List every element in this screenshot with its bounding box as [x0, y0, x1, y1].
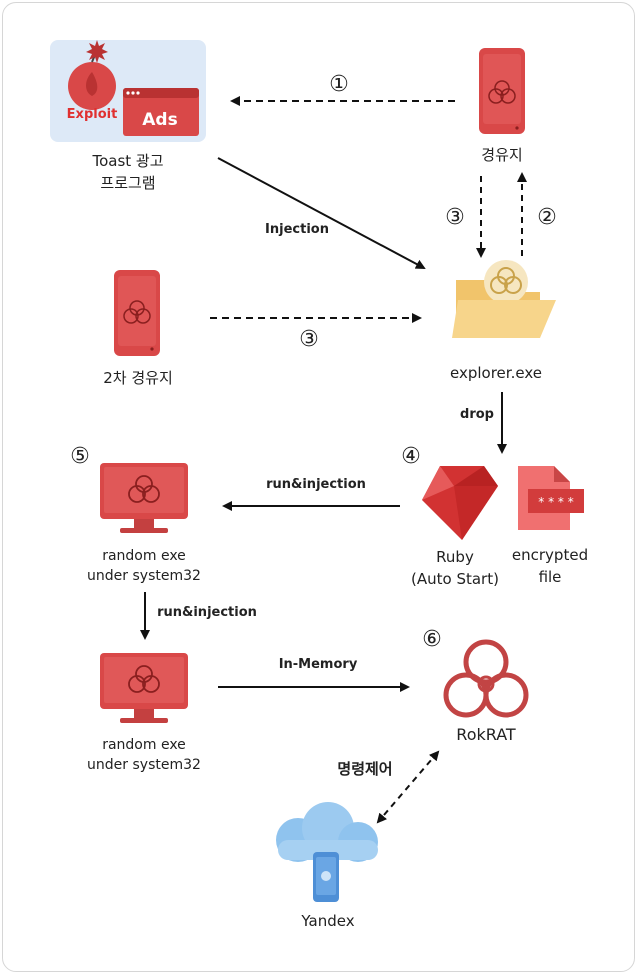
step-5-label: ⑤	[70, 444, 90, 469]
phone-biohazard-icon	[479, 48, 525, 134]
rokrat-label: RokRAT	[456, 725, 516, 744]
encrypted-file-node: * * * * encrypted file	[512, 466, 588, 586]
encrypted-label-1: encrypted	[512, 546, 588, 564]
encrypted-label-2: file	[539, 568, 562, 586]
toast-ad-node: Exploit Ads Toast 광고 프로그램	[50, 40, 206, 192]
relay1-node: 경유지	[479, 48, 525, 164]
relay1-label: 경유지	[481, 146, 522, 164]
step-1-label: ①	[329, 72, 349, 97]
random-exe-2-node: random exe under system32	[87, 653, 201, 773]
random2-label-1: random exe	[102, 737, 186, 753]
encrypted-mask: * * * *	[538, 495, 573, 509]
random1-label-2: under system32	[87, 568, 201, 584]
injection-label: Injection	[265, 222, 329, 237]
encrypted-file-icon	[518, 466, 584, 530]
exploit-text: Exploit	[67, 107, 118, 122]
toast-ad-label-2: 프로그램	[100, 174, 155, 192]
relay2-node: 2차 경유지	[103, 270, 173, 387]
step-2-label: ②	[537, 205, 557, 230]
random-exe-1-node: random exe under system32	[87, 463, 201, 584]
folder-biohazard-icon	[452, 260, 556, 338]
bomb-icon	[68, 40, 116, 110]
step-6-label: ⑥	[422, 627, 442, 652]
ruby-label-1: Ruby	[436, 548, 474, 566]
step-3-label-a: ③	[445, 205, 465, 230]
in-memory-label: In-Memory	[279, 657, 358, 672]
step-3-label-b: ③	[299, 327, 319, 352]
ads-text: Ads	[142, 110, 177, 130]
rokrat-node: RokRAT	[443, 639, 529, 744]
edge-rokrat-yandex-c2	[376, 750, 440, 824]
command-control-label: 명령제어	[337, 760, 392, 778]
toast-ad-label-1: Toast 광고	[91, 152, 163, 170]
biohazard-icon	[443, 639, 529, 718]
random1-label-1: random exe	[102, 548, 186, 564]
relay2-label: 2차 경유지	[103, 369, 173, 387]
cloud-phone-icon	[276, 802, 378, 902]
drop-label: drop	[460, 407, 494, 422]
ruby-node: Ruby (Auto Start)	[411, 466, 499, 588]
yandex-label: Yandex	[300, 912, 354, 930]
ruby-label-2: (Auto Start)	[411, 570, 499, 588]
explorer-label: explorer.exe	[450, 364, 542, 382]
monitor-biohazard-icon	[100, 653, 188, 723]
explorer-node: explorer.exe	[450, 260, 556, 382]
monitor-biohazard-icon	[100, 463, 188, 533]
step-4-label: ④	[401, 444, 421, 469]
yandex-node: Yandex	[276, 802, 378, 930]
ruby-gem-icon	[422, 466, 498, 540]
edge-toast-to-explorer	[217, 157, 426, 269]
run-injection-label-1: run&injection	[266, 477, 366, 492]
phone-biohazard-icon	[114, 270, 160, 356]
run-injection-label-2: run&injection	[157, 605, 257, 620]
random2-label-2: under system32	[87, 757, 201, 773]
ads-window-icon	[123, 88, 199, 136]
